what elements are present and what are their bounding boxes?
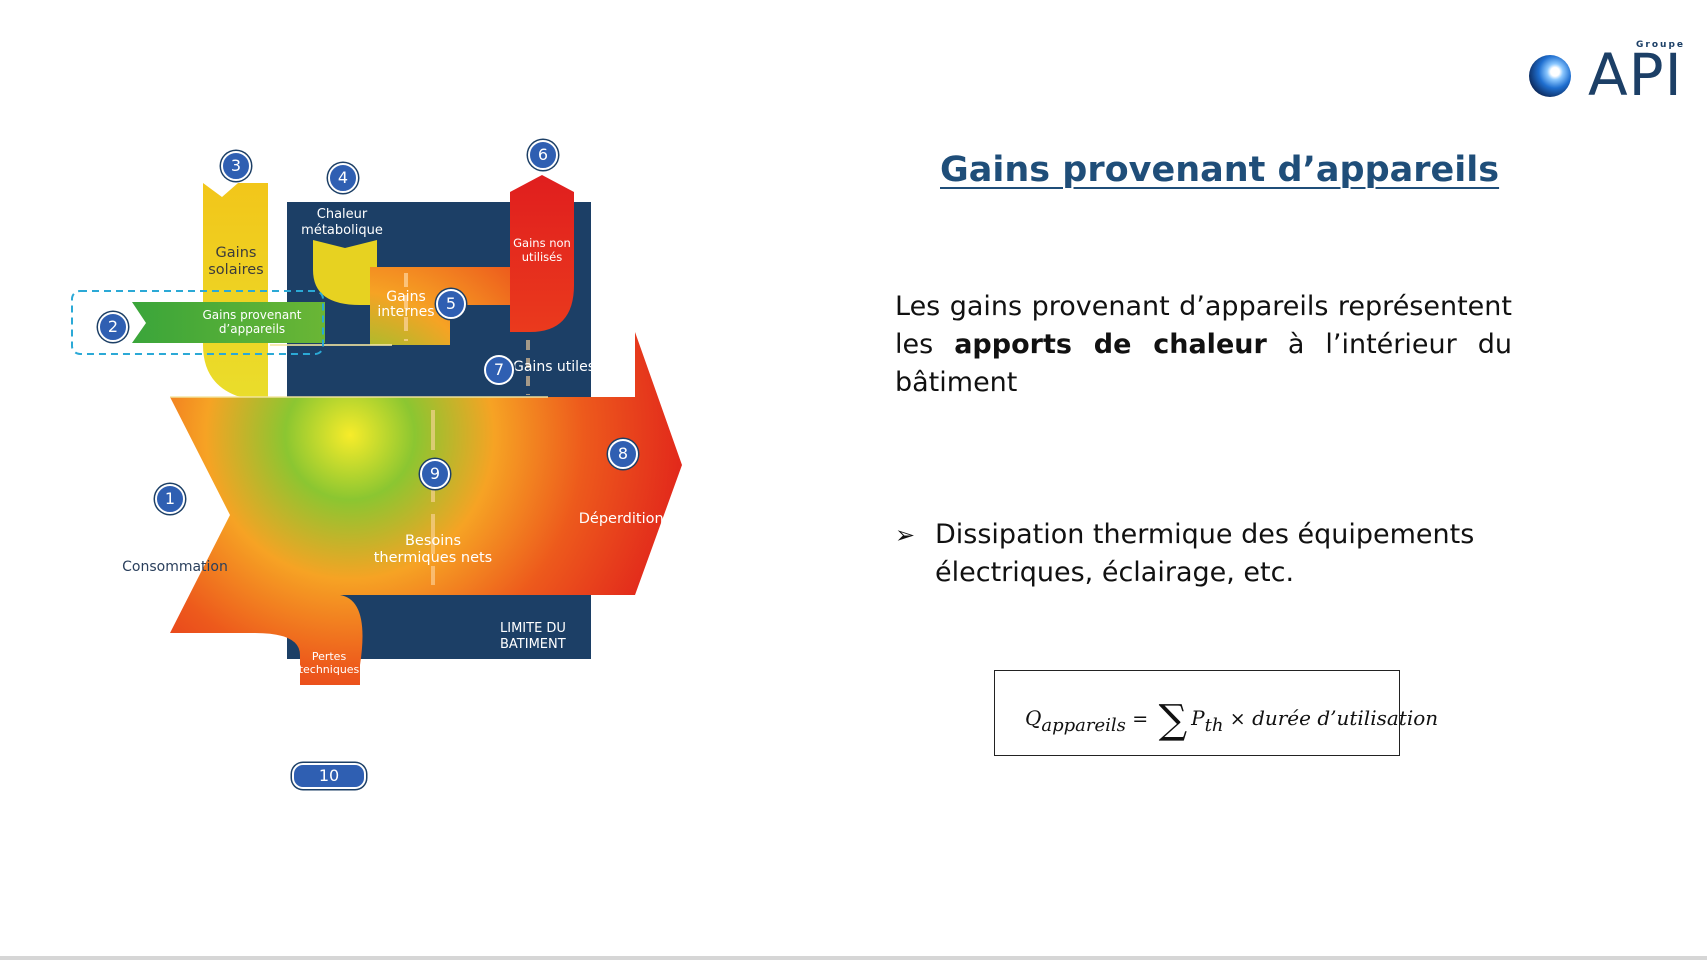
formula-q-subscript: appareils	[1041, 715, 1126, 736]
label-gains-solaires: Gains solaires	[208, 245, 264, 279]
label-besoins: Besoins thermiques nets	[373, 533, 493, 567]
badge-2: 2	[98, 312, 128, 342]
badge-5: 5	[436, 289, 466, 319]
label-chaleur-metabolique: Chaleur métabolique	[301, 207, 383, 238]
badge-8: 8	[608, 439, 638, 469]
logo-text: API	[1588, 41, 1683, 109]
arrow-bullet-icon: ➢	[895, 521, 916, 549]
formula-p-subscript: th	[1204, 715, 1224, 736]
equipment-gains-flow	[132, 302, 325, 343]
logo-tagline: Groupe	[1636, 40, 1685, 50]
diagram-graphic	[71, 175, 682, 685]
formula-box: Qappareils = ∑Pth × durée d’utilisation	[994, 670, 1438, 756]
badge-7: 7	[484, 355, 514, 385]
intro-text-end: à l’intérieur du bâtiment	[895, 329, 1512, 398]
label-consommation: Consommation	[122, 559, 228, 575]
label-gains-appareils: Gains provenant d’appareils	[202, 308, 302, 337]
api-logo: Groupe API	[1528, 38, 1688, 114]
energy-flow-diagram: Gains solaires Chaleur métabolique Gains…	[70, 140, 760, 795]
label-gains-utiles: Gains utiles	[513, 359, 595, 375]
label-gains-non-utilises: Gains non utilisés	[513, 236, 571, 264]
label-limite-batiment: LIMITE DU BATIMENT	[500, 621, 566, 652]
badge-3: 3	[221, 151, 251, 181]
label-gains-internes: Gains internes	[377, 289, 435, 320]
slide-bottom-border	[0, 956, 1707, 960]
formula-equals: =	[1132, 708, 1149, 730]
formula-times: ×	[1229, 708, 1246, 730]
label-pertes-techniques: Pertes techniques	[298, 650, 360, 677]
label-deperditions: Déperditions	[578, 511, 672, 527]
badge-4: 4	[328, 163, 358, 193]
highlight-box	[71, 290, 324, 355]
slide-title: Gains provenant d’appareils	[940, 150, 1500, 190]
formula: Qappareils = ∑Pth × durée d’utilisation	[1025, 689, 1439, 743]
solar-gains-flow	[203, 183, 268, 397]
badge-10: 10	[292, 763, 366, 789]
logo-orb-icon	[1529, 55, 1571, 97]
intro-paragraph: Les gains provenant d’appareils représen…	[895, 288, 1512, 402]
main-flow	[170, 332, 682, 685]
badge-1: 1	[155, 484, 185, 514]
bullet-text: Dissipation thermique des équipements él…	[935, 519, 1475, 588]
badge-6: 6	[528, 140, 558, 170]
intro-text-start: Les gains provenant d’appareils représen…	[895, 291, 1512, 360]
formula-sum-symbol: ∑	[1158, 697, 1188, 743]
formula-rest: durée d’utilisation	[1252, 706, 1439, 730]
unused-gains-flow	[510, 175, 574, 332]
badge-9: 9	[420, 459, 450, 489]
intro-text-bold: apports de chaleur	[954, 329, 1267, 360]
formula-q: Q	[1025, 706, 1042, 730]
formula-p: P	[1191, 706, 1205, 730]
